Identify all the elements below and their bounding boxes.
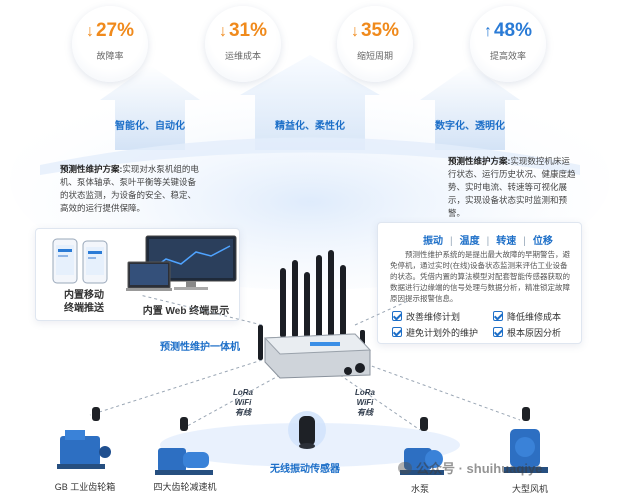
small-sensor-icon — [92, 407, 100, 421]
feature-improve-plan: 改善维修计划 — [392, 310, 460, 323]
tag-temperature: 温度 — [459, 236, 480, 247]
feature-root-cause: 根本原因分析 — [493, 326, 561, 339]
left-callout-title: 预测性维护方案: — [60, 164, 123, 174]
feature-reduce-cost: 降低维修成本 — [493, 310, 561, 323]
pillar-label-intelligent: 智能化、自动化 — [115, 121, 185, 132]
feature-avoid-unplanned: 避免计划外的维护 — [392, 326, 478, 339]
machine-label-reducer: 四大齿轮减速机 — [153, 482, 217, 492]
fan-machine-image — [504, 429, 548, 473]
kpi-maintenance-cost: ↓31% 运维成本 — [205, 6, 281, 82]
check-icon — [493, 327, 503, 337]
machine-label-pump: 水泵 — [410, 484, 429, 494]
right-callout-body: 实现数控机床运行状态、运行历史状况、健康度趋势、实时电流、转速等可视化展示，实现… — [448, 156, 576, 218]
gearbox-machine-image — [57, 430, 111, 469]
right-callout-title: 预测性维护方案: — [448, 156, 511, 166]
tag-speed: 转速 — [496, 236, 517, 247]
check-icon — [392, 327, 402, 337]
watermark-text: 公众号 · shuihuaqiye — [398, 458, 542, 477]
sensor-tags: 振动|温度|转速|位移 — [423, 231, 553, 249]
left-callout: 预测性维护方案:实现对水泵机组的电机、泵体轴承、泵叶平衡等关键设备的状态监测，为… — [60, 163, 200, 215]
pillar-label-lean: 精益化、柔性化 — [275, 121, 345, 132]
kpi-cycle-reduction: ↓35% 缩短周期 — [337, 6, 413, 82]
monitor-laptop-image — [126, 235, 237, 291]
right-callout: 预测性维护方案:实现数控机床运行状态、运行历史状况、健康度趋势、实时电流、转速等… — [448, 155, 578, 220]
web-display-label: 内置 Web 终端显示 — [142, 306, 230, 317]
sensor-label: 无线振动传感器 — [270, 464, 340, 475]
info-card: 振动|温度|转速|位移 预测性维护系统的是提出最大故障的早期警告，避免停机，通过… — [377, 222, 582, 344]
wechat-icon — [398, 462, 412, 474]
display-card: 内置移动 终端推送 内置 Web 终端显示 — [35, 228, 240, 321]
wireless-sensor-image — [288, 411, 326, 449]
kpi-fault-rate: ↓27% 故障率 — [72, 6, 148, 82]
tag-vibration: 振动 — [423, 236, 443, 247]
kpi-efficiency: ↑48% 提高效率 — [470, 6, 546, 82]
machine-label-fan: 大型风机 — [511, 484, 548, 494]
pump-machine-image — [400, 448, 444, 475]
small-sensor-icon — [522, 407, 530, 421]
check-icon — [493, 311, 503, 321]
pillar-label-digital: 数字化、透明化 — [435, 121, 505, 132]
small-sensor-icon — [420, 417, 428, 431]
pillar-arrow-right — [410, 65, 530, 150]
check-icon — [392, 311, 402, 321]
left-callout-body: 实现对水泵机组的电机、泵体轴承、泵叶平衡等关键设备的状态监测，为设备的安全、稳定… — [60, 164, 199, 213]
mobile-push-label: 内置移动 终端推送 — [64, 290, 104, 314]
pillar-arrow-left — [90, 65, 210, 150]
reducer-machine-image — [155, 448, 213, 475]
machine-label-gearbox: GB 工业齿轮箱 — [54, 482, 116, 492]
tag-displacement: 位移 — [532, 236, 553, 247]
mobile-phones-image — [52, 238, 108, 284]
info-description: 预测性维护系统的是提出最大故障的早期警告，避免停机，通过实时(在线)设备状态监测… — [390, 250, 570, 303]
small-sensor-icon — [180, 417, 188, 431]
pillar-arrow-center — [235, 55, 385, 150]
predictive-maintenance-device — [258, 250, 372, 379]
device-label: 预测性维护一体机 — [160, 342, 240, 353]
